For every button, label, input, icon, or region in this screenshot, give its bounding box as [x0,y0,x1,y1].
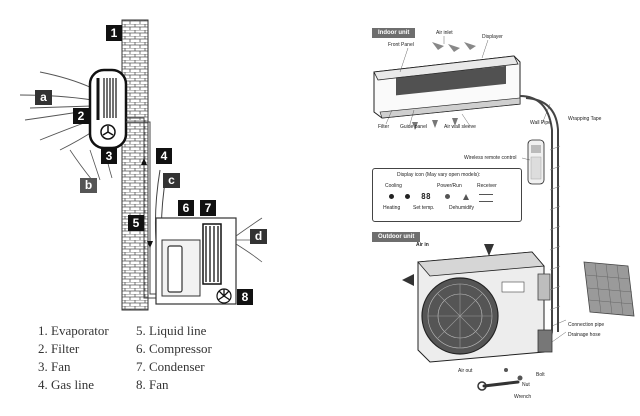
connection-pipe-label: Connection pipe [568,322,605,328]
legend-item: 3. Fan [38,359,71,374]
drainage-hose-label: Drainage hose [568,332,601,338]
label-6-box: 6 [178,200,194,216]
label-7-box: 7 [200,200,216,216]
wrapping-tape-stripes [549,145,561,311]
label-leaders [385,36,567,343]
front-panel-label: Front Panel [388,42,414,48]
label-5-box: 5 [128,215,144,231]
nut-label: Nut [522,382,530,388]
dehumidify-icon [463,194,469,200]
legend-item: 5. Liquid line [136,323,207,338]
indoor-unit-header: Indoor unit [372,28,416,38]
outdoor-fan [216,288,232,304]
air-out-label: Air out [458,368,473,374]
compressor [167,245,183,293]
indoor-fan [100,124,116,140]
heating-icon [405,194,410,199]
outdoor-unit-header: Outdoor unit [372,232,421,242]
displayer-label: Displayer [482,34,503,40]
installation-drawing [373,36,635,391]
cooling-icon [389,194,394,199]
receiver-icon [479,194,493,202]
airflow-lines-a [19,71,96,151]
condenser-frame [202,223,222,285]
solar-panel-drawing [583,261,635,317]
wireless-remote-label: Wireless remote control [464,155,517,161]
power-run-label: Power/Run [437,183,462,189]
evaporator-coil [103,78,117,118]
legend-column-1: 1. Evaporator 2. Filter 3. Fan 4. Gas li… [38,322,109,394]
label-c-box: c [163,173,180,188]
label-8-box: 8 [237,289,253,305]
air-inlet-arrows [432,42,476,52]
air-inlet-label: Air inlet [436,30,453,36]
display-title: Display icon (May vary open models): [397,172,481,178]
wrapping-tape-label: Wrapping Tape [568,116,602,122]
remote-control-drawing [527,139,545,185]
heating-label: Heating [383,205,401,211]
gas-line-arrow [141,158,147,165]
legend-item: 7. Condenser [136,359,205,374]
display-icon-box: Display icon (May vary open models): Coo… [372,168,522,222]
label-a-box: a [35,90,52,105]
label-4-box: 4 [156,148,172,164]
set-temp-digits: 88 [421,192,431,201]
receiver-label: Receiver [477,183,497,189]
air-out-arrows [412,118,458,130]
air-in-arrows [402,244,494,286]
label-1-box: 1 [106,25,122,41]
air-wall-sleeve-label: Air wall sleeve [444,124,476,130]
filter-label: Filter [378,124,390,130]
ac-schematic-panel: 1 2 3 4 5 6 7 8 a b c d 1. Evaporator 2.… [19,19,267,394]
power-run-icon [445,194,450,199]
label-2-box: 2 [73,108,89,124]
legend-item: 1. Evaporator [38,323,109,338]
wrench-label: Wrench [514,394,532,400]
label-3-box: 3 [101,148,117,164]
tools-drawing [477,368,523,391]
cooling-label: Cooling [385,183,402,189]
installation-diagram-panel: Indoor unit Outdoor unit Air inlet Displ… [352,0,640,416]
guide-panel-label: Guide panel [400,124,427,130]
legend-item: 6. Compressor [136,341,212,356]
label-b-box: b [80,178,97,193]
legend-column-2: 5. Liquid line 6. Compressor 7. Condense… [136,322,212,394]
condenser-coil [205,226,219,282]
liquid-line-arrow [147,241,153,248]
ac-schematic-drawing [19,19,264,311]
bolt-label: Bolt [536,372,545,378]
indoor-unit-drawing [373,55,521,119]
air-in-label: Air in [416,242,429,248]
legend-item: 4. Gas line [38,377,94,392]
legend-item: 2. Filter [38,341,80,356]
wall-pipe-label: Wall Pipe [530,120,551,126]
set-temp-label: Set temp. [413,205,435,211]
label-d-box: d [250,229,267,244]
outdoor-unit-drawing [417,251,553,363]
dehumidify-label: Dehumidify [449,205,475,211]
legend-item: 8. Fan [136,377,169,392]
